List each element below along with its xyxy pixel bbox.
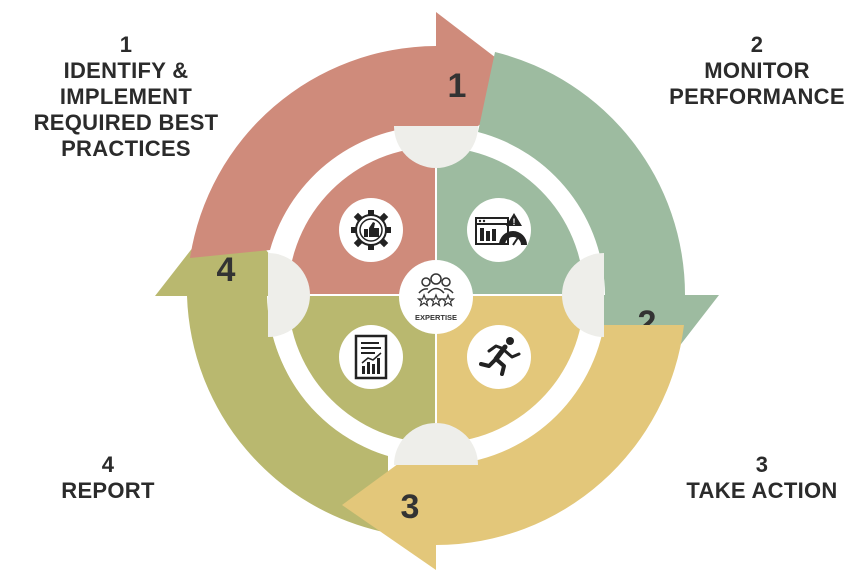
center-label: EXPERTISE: [415, 313, 457, 322]
step-3-number: 3: [755, 452, 769, 477]
step-4-label: 4 REPORT: [40, 452, 176, 504]
expertise-team-stars-icon: EXPERTISE: [399, 260, 473, 334]
gear-thumbs-up-icon: [339, 198, 403, 262]
arrow-1-number: 1: [448, 67, 467, 105]
step-3-label: 3 TAKE ACTION: [668, 452, 856, 504]
step-3-title-line-1: TAKE ACTION: [686, 478, 838, 503]
step-4-number: 4: [101, 452, 115, 477]
step-1-title-line-4: PRACTICES: [61, 136, 191, 161]
arrow-3-body: [436, 325, 684, 545]
running-person-icon: [467, 325, 531, 389]
step-1-title-line-3: REQUIRED BEST: [33, 110, 219, 135]
step-2-label: 2 MONITOR PERFORMANCE: [652, 32, 862, 110]
arrow-3: 3: [342, 325, 684, 570]
svg-text:!: !: [513, 217, 516, 227]
step-2-number: 2: [750, 32, 764, 57]
arrow-3-head: [342, 436, 436, 570]
step-2-title-line-2: PERFORMANCE: [669, 84, 845, 109]
arrow-4-body: [187, 296, 388, 533]
arrow-3-number: 3: [401, 488, 420, 526]
step-4-title-line-1: REPORT: [61, 478, 155, 503]
connector-left: [268, 253, 310, 337]
connector-right: [562, 253, 604, 337]
arrow-1-head: [436, 12, 530, 160]
arrow-1-body: [190, 46, 436, 258]
arrow-2-body: [478, 52, 686, 295]
step-1-label: 1 IDENTIFY & IMPLEMENT REQUIRED BEST PRA…: [8, 32, 244, 162]
report-chart-icon: [339, 325, 403, 389]
arrow-4-number: 4: [217, 251, 236, 289]
step-1-title-line-2: IMPLEMENT: [59, 84, 193, 109]
performance-dashboard-icon: !: [467, 198, 531, 262]
connector-bottom: [394, 423, 478, 465]
connector-top: [394, 126, 478, 168]
step-1-title-line-1: IDENTIFY &: [63, 58, 189, 83]
step-1-number: 1: [119, 32, 133, 57]
arrow-1: 1: [190, 12, 530, 258]
step-2-title-line-1: MONITOR: [704, 58, 810, 83]
